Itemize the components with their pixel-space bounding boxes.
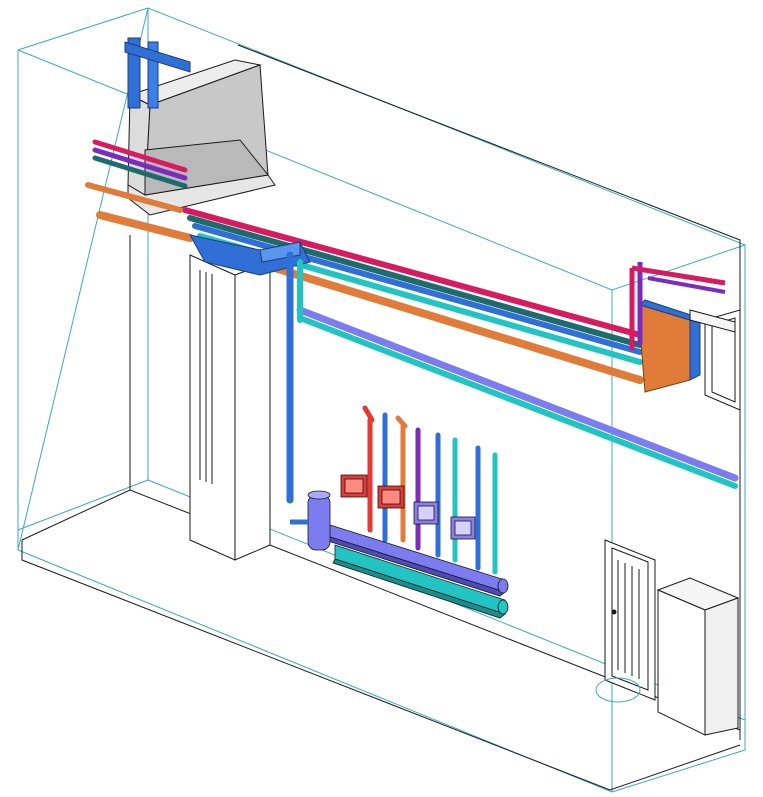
door-swing (595, 677, 641, 703)
riser-1-cap (362, 405, 375, 423)
cabinet-front (657, 589, 706, 736)
bbox-top-left (17, 7, 149, 51)
manifold-supply-cap (497, 578, 509, 594)
top-right-hot (631, 265, 726, 286)
hydraulic-separator (290, 490, 331, 551)
pump-3 (413, 501, 439, 525)
pump-2 (377, 485, 405, 509)
door-handle (611, 609, 617, 615)
separator-top (307, 490, 331, 500)
pipe-violet-long (296, 306, 739, 482)
bend-risers (286, 251, 303, 504)
bbox-floor-left (17, 479, 149, 531)
window-opening (704, 309, 741, 411)
door-leaf (611, 547, 649, 691)
pipe-cyan-long (297, 315, 738, 489)
manifold-return-shadow (332, 558, 506, 619)
pipe-dark-teal (187, 215, 643, 348)
pipe-heating (206, 244, 644, 384)
right-ledge (689, 309, 736, 333)
duct-riser-2 (147, 41, 159, 109)
separator-body (307, 494, 331, 551)
manifold-return-cap (497, 599, 509, 615)
top-duct-riser (124, 37, 191, 109)
duct-bend-top (259, 241, 301, 263)
pump-3-face (417, 505, 435, 521)
pipe-return-left (92, 147, 188, 181)
pump-2-face (381, 489, 401, 505)
manifold-risers (362, 405, 498, 575)
pump-1-face (344, 478, 364, 494)
door (595, 539, 656, 703)
top-right-return (647, 276, 726, 294)
pipe-hot-supply (182, 207, 643, 338)
riser-3-cap (395, 415, 408, 429)
structural-column (189, 254, 271, 561)
pump-4 (450, 516, 476, 540)
pipe-hot-left (92, 139, 188, 173)
utility-cabinet (656, 577, 740, 736)
floor-back-edge (21, 489, 741, 731)
floor-front-edge (21, 540, 741, 791)
pump-group (340, 474, 476, 540)
pipe-heating-left (96, 211, 194, 242)
pipe-blue (192, 223, 643, 355)
pipe-heating-left-2 (85, 182, 183, 213)
blue-duct-bend (189, 234, 311, 276)
wall-back-top (237, 44, 741, 740)
pipe-teal-left (92, 155, 188, 189)
pump-1 (340, 474, 368, 498)
column-right-face (234, 261, 271, 561)
cabinet-side (704, 597, 739, 736)
duct-elbow-top (124, 41, 191, 73)
pump-4-face (454, 520, 472, 536)
room-walls (21, 44, 741, 791)
right-drop-assembly (629, 262, 736, 393)
